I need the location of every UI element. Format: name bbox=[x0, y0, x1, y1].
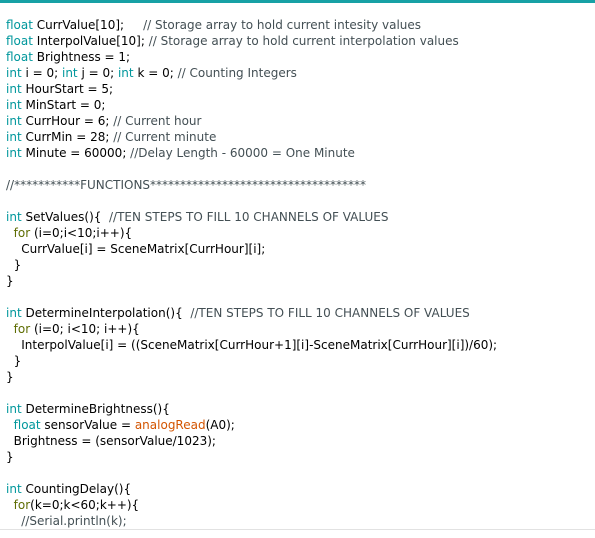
code-comment: // Current hour bbox=[113, 114, 202, 128]
editor-bottom-edge bbox=[0, 529, 595, 538]
type-keyword: float bbox=[6, 50, 33, 64]
code-token bbox=[6, 514, 21, 528]
code-comment: //***********FUNCTIONS******************… bbox=[6, 178, 367, 192]
control-keyword: for bbox=[13, 322, 31, 336]
code-token: k = 0; bbox=[133, 66, 178, 80]
control-keyword: for bbox=[13, 498, 31, 512]
code-line bbox=[6, 289, 595, 305]
code-text-area[interactable]: float CurrValue[10]; // Storage array to… bbox=[0, 3, 595, 529]
code-token: } bbox=[6, 450, 14, 464]
type-keyword: int bbox=[61, 66, 78, 80]
code-line: int HourStart = 5; bbox=[6, 81, 595, 97]
code-token bbox=[6, 498, 14, 512]
code-comment: // Counting Integers bbox=[177, 66, 297, 80]
type-keyword: int bbox=[6, 82, 22, 96]
code-comment: //TEN STEPS TO FILL 10 CHANNELS OF VALUE… bbox=[190, 306, 470, 320]
builtin-function: analogRead bbox=[134, 418, 206, 432]
code-line: //Serial.println(k); bbox=[6, 513, 595, 529]
type-keyword: int bbox=[6, 482, 22, 496]
control-keyword: for bbox=[13, 226, 31, 240]
type-keyword: int bbox=[6, 66, 22, 80]
type-keyword: int bbox=[6, 402, 22, 416]
code-token: CurrValue[10]; bbox=[32, 18, 144, 32]
code-editor[interactable]: float CurrValue[10]; // Storage array to… bbox=[0, 3, 595, 530]
code-line: int SetValues(){ //TEN STEPS TO FILL 10 … bbox=[6, 209, 595, 225]
code-line: } bbox=[6, 353, 595, 369]
code-line: float Brightness = 1; bbox=[6, 49, 595, 65]
code-line: for (i=0; i<10; i++){ bbox=[6, 321, 595, 337]
code-line bbox=[6, 465, 595, 481]
type-keyword: int bbox=[6, 146, 22, 160]
code-line: InterpolValue[i] = ((SceneMatrix[CurrHou… bbox=[6, 337, 595, 353]
type-keyword: int bbox=[6, 130, 22, 144]
code-token: InterpolValue[i] = ((SceneMatrix[CurrHou… bbox=[6, 338, 498, 352]
code-line: float CurrValue[10]; // Storage array to… bbox=[6, 17, 595, 33]
code-token: DetermineInterpolation(){ bbox=[21, 306, 191, 320]
code-line: } bbox=[6, 369, 595, 385]
code-token: DetermineBrightness(){ bbox=[21, 402, 170, 416]
code-token: Brightness = 1; bbox=[32, 50, 131, 64]
code-token: } bbox=[6, 370, 14, 384]
code-token: CurrValue[i] = SceneMatrix[CurrHour][i]; bbox=[6, 242, 266, 256]
code-line: int CurrHour = 6; // Current hour bbox=[6, 113, 595, 129]
code-line: float InterpolValue[10]; // Storage arra… bbox=[6, 33, 595, 49]
type-keyword: int bbox=[6, 98, 22, 112]
code-token: j = 0; bbox=[77, 66, 118, 80]
code-token: CurrMin = 28; bbox=[21, 130, 114, 144]
code-token: i = 0; bbox=[21, 66, 62, 80]
code-token: sensorValue = bbox=[40, 418, 135, 432]
type-keyword: int bbox=[117, 66, 134, 80]
code-token bbox=[6, 226, 14, 240]
code-token: } bbox=[6, 258, 22, 272]
code-comment: // Current minute bbox=[113, 130, 217, 144]
code-token: InterpolValue[10]; bbox=[32, 34, 149, 48]
code-comment: //TEN STEPS TO FILL 10 CHANNELS OF VALUE… bbox=[109, 210, 389, 224]
code-comment: // Storage array to hold current intesit… bbox=[143, 18, 422, 32]
code-line: //***********FUNCTIONS******************… bbox=[6, 177, 595, 193]
code-line: int DetermineInterpolation(){ //TEN STEP… bbox=[6, 305, 595, 321]
code-line bbox=[6, 385, 595, 401]
code-token: (i=0; i<10; i++){ bbox=[30, 322, 140, 336]
code-token: Minute = 60000; bbox=[21, 146, 131, 160]
code-token: CurrHour = 6; bbox=[21, 114, 114, 128]
type-keyword: float bbox=[6, 18, 33, 32]
code-token: (A0); bbox=[205, 418, 235, 432]
code-line bbox=[6, 161, 595, 177]
code-token: (k=0;k<60;k++){ bbox=[30, 498, 140, 512]
type-keyword: int bbox=[6, 114, 22, 128]
code-line: } bbox=[6, 257, 595, 273]
code-line: int CurrMin = 28; // Current minute bbox=[6, 129, 595, 145]
code-line: } bbox=[6, 273, 595, 289]
type-keyword: int bbox=[6, 210, 22, 224]
code-token bbox=[6, 322, 14, 336]
code-line: for(k=0;k<60;k++){ bbox=[6, 497, 595, 513]
code-token: SetValues(){ bbox=[21, 210, 110, 224]
code-line: int i = 0; int j = 0; int k = 0; // Coun… bbox=[6, 65, 595, 81]
code-line bbox=[6, 193, 595, 209]
code-token: } bbox=[6, 354, 22, 368]
code-token: HourStart = 5; bbox=[21, 82, 114, 96]
code-token: Brightness = (sensorValue/1023); bbox=[6, 434, 216, 448]
code-token: MinStart = 0; bbox=[21, 98, 106, 112]
type-keyword: float bbox=[6, 34, 33, 48]
code-line: int DetermineBrightness(){ bbox=[6, 401, 595, 417]
code-token: } bbox=[6, 274, 14, 288]
editor-top-accent-line bbox=[0, 0, 595, 3]
code-line: float sensorValue = analogRead(A0); bbox=[6, 417, 595, 433]
code-line: int MinStart = 0; bbox=[6, 97, 595, 113]
code-line: } bbox=[6, 449, 595, 465]
code-comment: // Storage array to hold current interpo… bbox=[148, 34, 459, 48]
code-line: Brightness = (sensorValue/1023); bbox=[6, 433, 595, 449]
type-keyword: float bbox=[13, 418, 41, 432]
type-keyword: int bbox=[6, 306, 22, 320]
code-comment: //Serial.println(k); bbox=[21, 514, 127, 528]
code-line: CurrValue[i] = SceneMatrix[CurrHour][i]; bbox=[6, 241, 595, 257]
code-token: (i=0;i<10;i++){ bbox=[30, 226, 133, 240]
code-token: CountingDelay(){ bbox=[21, 482, 132, 496]
code-line: int CountingDelay(){ bbox=[6, 481, 595, 497]
code-comment: //Delay Length - 60000 = One Minute bbox=[130, 146, 355, 160]
code-line: for (i=0;i<10;i++){ bbox=[6, 225, 595, 241]
code-token bbox=[6, 418, 14, 432]
code-line: int Minute = 60000; //Delay Length - 600… bbox=[6, 145, 595, 161]
